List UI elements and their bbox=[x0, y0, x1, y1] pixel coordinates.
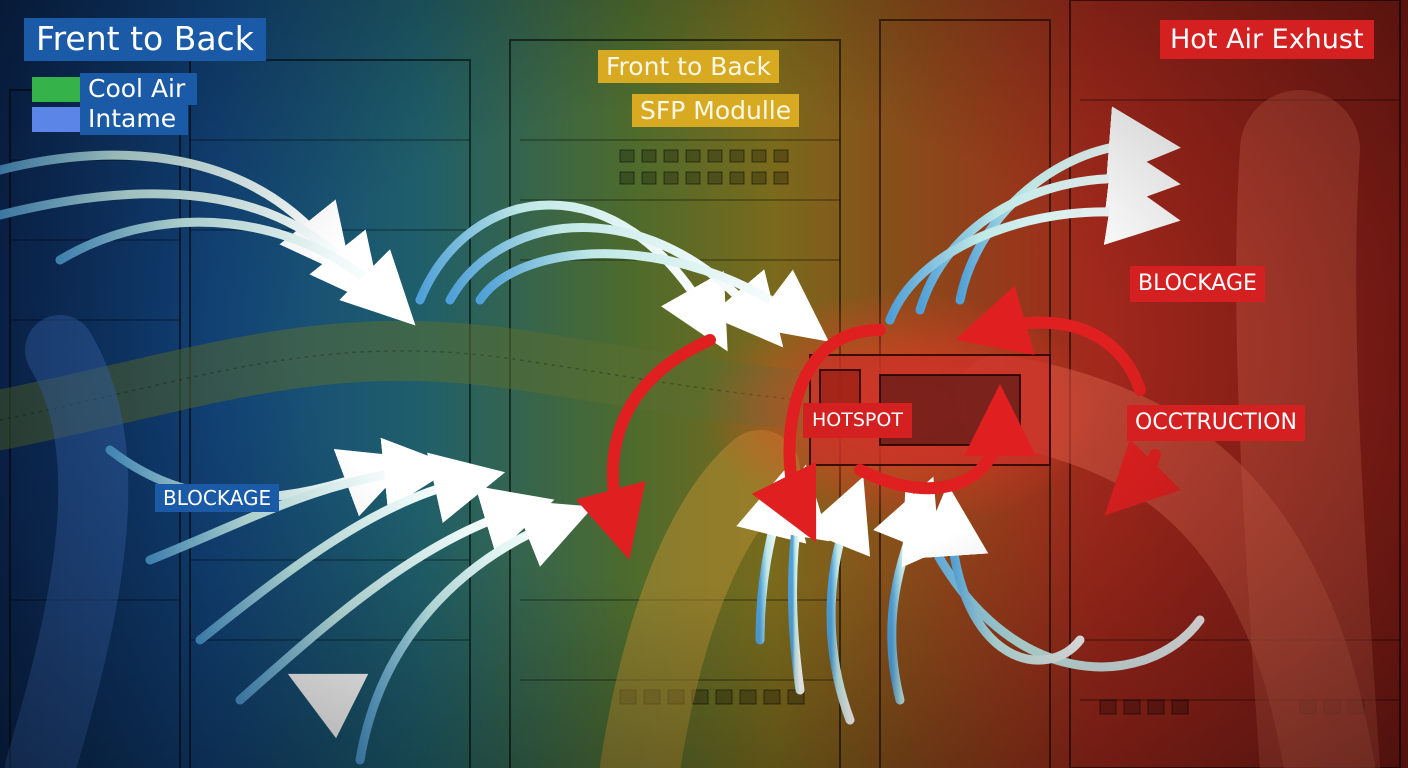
legend-swatch-blue bbox=[32, 106, 80, 132]
legend-label: Intame bbox=[80, 103, 189, 135]
sfp-module-label: SFP Modulle bbox=[632, 94, 800, 127]
blockage-left-label: BLOCKAGE bbox=[155, 484, 280, 512]
front-to-back-label: Front to Back bbox=[598, 50, 779, 83]
hotspot-label: HOTSPOT bbox=[803, 403, 912, 438]
blockage-right-label: BLOCKAGE bbox=[1130, 266, 1265, 302]
obstruction-label: OCCTRUCTION bbox=[1127, 405, 1305, 441]
diagram-title: Frent to Back bbox=[24, 18, 266, 61]
legend-swatch-green bbox=[32, 76, 80, 102]
hot-air-exhaust-label: Hot Air Exhust bbox=[1160, 20, 1374, 59]
legend-item-intake: Intame bbox=[32, 103, 197, 135]
hot-recirculation-arrows bbox=[575, 285, 1181, 560]
legend: Cool Air Intame bbox=[32, 73, 198, 135]
legend-item-cool-air: Cool Air bbox=[32, 73, 198, 105]
legend-label: Cool Air bbox=[80, 73, 198, 105]
